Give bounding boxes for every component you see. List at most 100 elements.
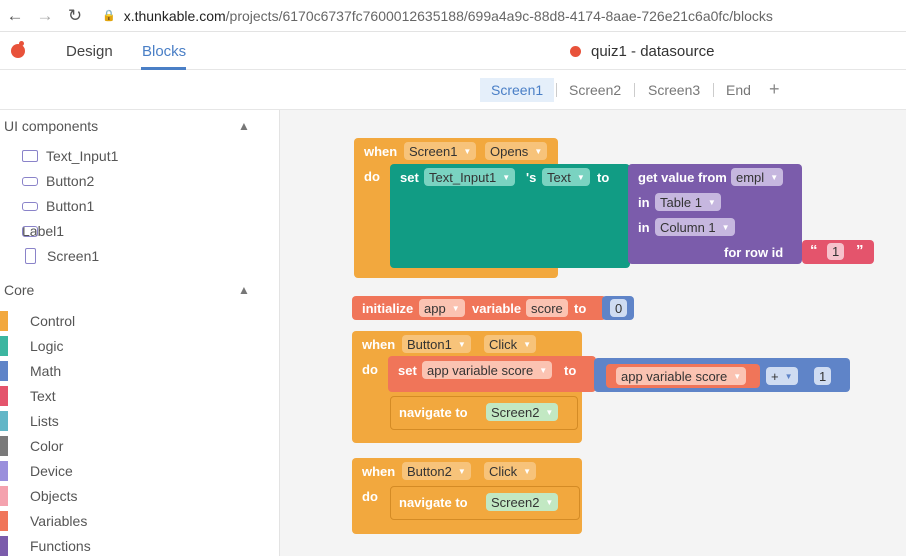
component-label: Button1 bbox=[46, 198, 95, 214]
scope-dropdown[interactable]: app ▼ bbox=[419, 299, 465, 317]
event-dropdown[interactable]: Opens▼ bbox=[485, 142, 548, 160]
dropdown-arrow-icon: ▼ bbox=[457, 466, 466, 476]
component-label: Screen1 bbox=[47, 248, 100, 264]
navigate-block[interactable] bbox=[390, 486, 580, 520]
event-dropdown[interactable]: Click▼ bbox=[484, 335, 537, 353]
forward-arrow-icon[interactable]: → bbox=[36, 5, 54, 25]
screen-tab-screen3[interactable]: Screen3 bbox=[648, 82, 701, 98]
row-id-field[interactable]: 1 bbox=[827, 243, 845, 260]
navigate-block[interactable] bbox=[390, 396, 578, 430]
add-screen-button[interactable]: + bbox=[769, 79, 780, 99]
column-dropdown[interactable]: Column 1▼ bbox=[655, 218, 735, 236]
url-path: /projects/6170c6737fc7600012635188/699a4… bbox=[225, 7, 773, 24]
component-label: Button2 bbox=[46, 173, 95, 189]
table-dropdown[interactable]: Table 1▼ bbox=[655, 193, 721, 211]
navigate-to-label: navigate to bbox=[399, 405, 468, 420]
core-category-device[interactable]: Device bbox=[0, 461, 280, 481]
url-host: x.thunkable.com bbox=[123, 7, 226, 24]
core-category-objects[interactable]: Objects bbox=[0, 486, 280, 506]
dropdown-arrow-icon: ▼ bbox=[784, 371, 793, 381]
quote-close-icon: ” bbox=[856, 242, 864, 259]
screen-tab-end[interactable]: End bbox=[726, 82, 751, 98]
set-label: set bbox=[398, 363, 417, 378]
operator-dropdown[interactable]: +▼ bbox=[766, 367, 798, 385]
component-label1[interactable]: Label1 bbox=[22, 223, 64, 239]
category-color-swatch bbox=[0, 486, 8, 506]
component-button2[interactable]: Button2 bbox=[22, 173, 94, 189]
core-category-math[interactable]: Math bbox=[0, 361, 280, 381]
screen-icon bbox=[25, 248, 36, 264]
component-screen1[interactable]: Screen1 bbox=[22, 248, 99, 264]
variable-name-field[interactable]: score bbox=[526, 299, 568, 317]
dropdown-value: Click bbox=[489, 463, 518, 479]
number-field[interactable]: 0 bbox=[610, 299, 628, 317]
core-category-variables[interactable]: Variables bbox=[0, 511, 280, 531]
core-category-control[interactable]: Control bbox=[0, 311, 280, 331]
component-dropdown[interactable]: Button2▼ bbox=[402, 462, 471, 480]
core-category-lists[interactable]: Lists bbox=[0, 411, 280, 431]
blocks-workspace[interactable]: when Screen1▼ Opens▼ do set Text_Input1▼… bbox=[280, 110, 906, 556]
core-category-logic[interactable]: Logic bbox=[0, 336, 280, 356]
datasource-dropdown[interactable]: empl▼ bbox=[731, 168, 784, 186]
event-dropdown[interactable]: Click▼ bbox=[484, 462, 537, 480]
dropdown-arrow-icon: ▼ bbox=[451, 303, 460, 313]
to-label: to bbox=[564, 363, 577, 378]
chevron-up-icon[interactable]: ▲ bbox=[238, 283, 250, 297]
variable-dropdown[interactable]: app variable score▼ bbox=[616, 367, 747, 385]
screen-tabs-bar: Screen1 Screen2 Screen3 End + bbox=[0, 70, 906, 110]
dropdown-arrow-icon: ▼ bbox=[523, 339, 532, 349]
dropdown-value: app variable score bbox=[427, 362, 534, 378]
variable-dropdown[interactable]: app variable score▼ bbox=[422, 361, 553, 379]
ui-components-heading[interactable]: UI components bbox=[4, 118, 99, 134]
category-label: Text bbox=[30, 388, 56, 404]
tab-blocks[interactable]: Blocks bbox=[142, 43, 187, 60]
screen-tab-screen2[interactable]: Screen2 bbox=[569, 82, 622, 98]
app-header: Design Blocks quiz1 - datasource bbox=[0, 32, 906, 70]
dropdown-arrow-icon: ▼ bbox=[545, 407, 554, 417]
dropdown-value: app bbox=[424, 300, 446, 316]
project-title[interactable]: quiz1 - datasource bbox=[570, 43, 714, 60]
when-label: when bbox=[362, 464, 396, 479]
category-color-swatch bbox=[0, 411, 8, 431]
dropdown-arrow-icon: ▼ bbox=[545, 497, 554, 507]
component-dropdown[interactable]: Text_Input1▼ bbox=[424, 168, 516, 186]
in-label: in bbox=[638, 195, 650, 210]
screen-dropdown[interactable]: Screen1▼ bbox=[404, 142, 477, 160]
category-color-swatch bbox=[0, 511, 8, 531]
component-button1[interactable]: Button1 bbox=[22, 198, 94, 214]
project-logo-icon bbox=[570, 46, 581, 57]
dropdown-value: Opens bbox=[490, 143, 529, 159]
tab-divider bbox=[634, 83, 635, 97]
active-tab-underline bbox=[141, 67, 186, 70]
category-color-swatch bbox=[0, 436, 8, 456]
component-dropdown[interactable]: Button1▼ bbox=[402, 335, 471, 353]
core-category-functions[interactable]: Functions bbox=[0, 536, 280, 556]
number-field[interactable]: 1 bbox=[814, 367, 832, 385]
thunkable-logo-icon[interactable] bbox=[11, 41, 25, 58]
chevron-up-icon[interactable]: ▲ bbox=[238, 119, 250, 133]
project-title-text: quiz1 - datasource bbox=[591, 43, 715, 60]
reload-icon[interactable]: ↻ bbox=[67, 5, 83, 25]
dropdown-value: + bbox=[771, 368, 779, 384]
blocks-drawer-sidebar: UI components ▲ Text_Input1 Button2 Butt… bbox=[0, 110, 280, 556]
to-label: to bbox=[597, 170, 610, 185]
dropdown-value: Screen1 bbox=[409, 143, 458, 159]
core-category-text[interactable]: Text bbox=[0, 386, 280, 406]
screen-dropdown[interactable]: Screen2▼ bbox=[486, 403, 559, 421]
browser-toolbar: ← → ↻ 🔒 x.thunkable.com/projects/6170c67… bbox=[0, 0, 906, 32]
category-label: Variables bbox=[30, 513, 88, 529]
property-dropdown[interactable]: Text▼ bbox=[542, 168, 590, 186]
dropdown-arrow-icon: ▼ bbox=[770, 172, 779, 182]
address-bar[interactable]: x.thunkable.com/projects/6170c6737fc7600… bbox=[124, 8, 773, 24]
lock-icon[interactable]: 🔒 bbox=[102, 10, 116, 22]
tab-design[interactable]: Design bbox=[66, 43, 113, 60]
field-value: 0 bbox=[615, 300, 623, 316]
screen-dropdown[interactable]: Screen2 ▼ bbox=[486, 493, 559, 511]
dropdown-arrow-icon: ▼ bbox=[502, 172, 511, 182]
screen-tab-screen1[interactable]: Screen1 bbox=[480, 78, 555, 102]
dropdown-value: Screen2 bbox=[491, 494, 540, 510]
core-category-color[interactable]: Color bbox=[0, 436, 280, 456]
core-heading[interactable]: Core bbox=[4, 282, 35, 298]
component-text-input1[interactable]: Text_Input1 bbox=[22, 148, 118, 164]
back-arrow-icon[interactable]: ← bbox=[6, 5, 24, 25]
